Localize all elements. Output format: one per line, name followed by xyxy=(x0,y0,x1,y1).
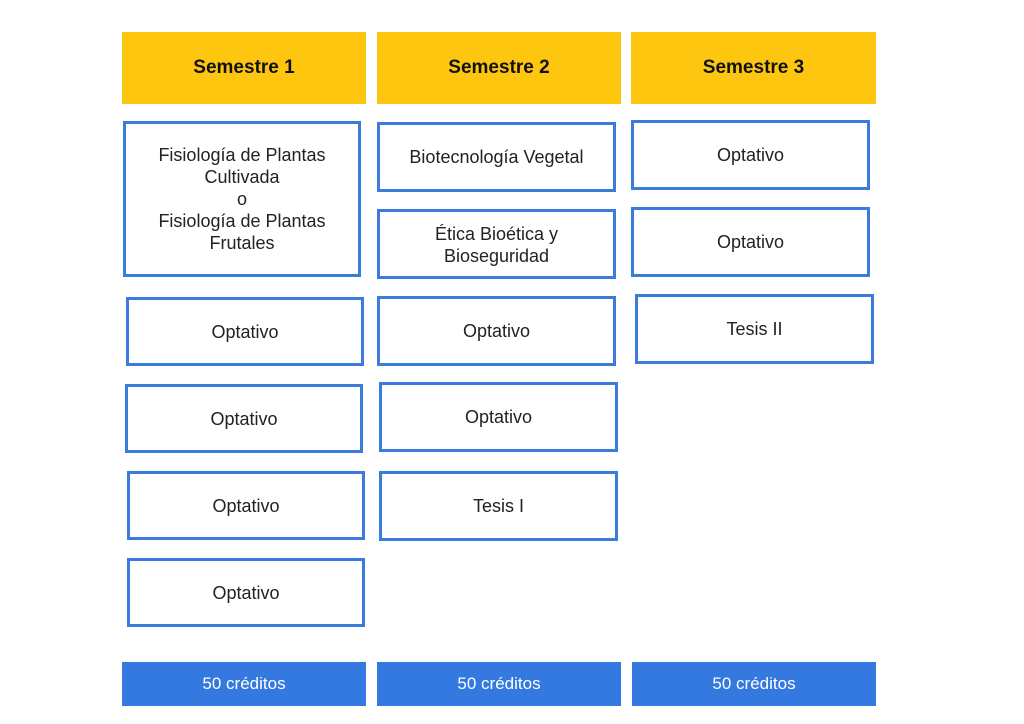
semester-1-credits: 50 créditos xyxy=(122,662,366,706)
semester-1-header: Semestre 1 xyxy=(122,32,366,104)
course-box: Ética Bioética y Bioseguridad xyxy=(377,209,616,279)
course-label: Tesis II xyxy=(726,319,783,339)
course-box: Tesis I xyxy=(379,471,618,541)
course-box: Optativo xyxy=(127,558,365,627)
course-label: Optativo xyxy=(462,321,531,341)
course-box: Optativo xyxy=(631,207,870,277)
semester-1-title: Semestre 1 xyxy=(193,57,295,78)
course-label: Optativo xyxy=(211,321,279,342)
course-label: Optativo xyxy=(716,232,785,252)
course-box: Optativo xyxy=(379,382,618,452)
semester-3-title: Semestre 3 xyxy=(702,57,805,78)
course-label: Fisiología de Plantas Cultivada o Fisiol… xyxy=(158,145,326,253)
semester-3-header: Semestre 3 xyxy=(631,32,876,104)
course-label: Tesis I xyxy=(472,496,524,516)
credits-label: 50 créditos xyxy=(457,674,541,693)
course-label: Biotecnología Vegetal xyxy=(409,147,584,167)
course-box: Optativo xyxy=(125,384,363,453)
course-box: Tesis II xyxy=(635,294,874,364)
semester-2-header: Semestre 2 xyxy=(377,32,621,104)
course-label: Ética Bioética y Bioseguridad xyxy=(434,224,559,266)
credits-label: 50 créditos xyxy=(712,674,796,693)
semester-2-credits: 50 créditos xyxy=(377,662,621,706)
course-box: Fisiología de Plantas Cultivada o Fisiol… xyxy=(123,121,361,277)
course-label: Optativo xyxy=(210,408,278,429)
course-label: Optativo xyxy=(716,145,785,165)
course-label: Optativo xyxy=(212,495,280,516)
course-box: Optativo xyxy=(377,296,616,366)
course-box: Biotecnología Vegetal xyxy=(377,122,616,192)
course-label: Optativo xyxy=(212,582,280,603)
credits-label: 50 créditos xyxy=(202,674,286,693)
course-box: Optativo xyxy=(127,471,365,540)
course-label: Optativo xyxy=(464,407,533,427)
course-box: Optativo xyxy=(631,120,870,190)
semester-3-credits: 50 créditos xyxy=(632,662,876,706)
course-box: Optativo xyxy=(126,297,364,366)
semester-2-title: Semestre 2 xyxy=(448,57,550,78)
